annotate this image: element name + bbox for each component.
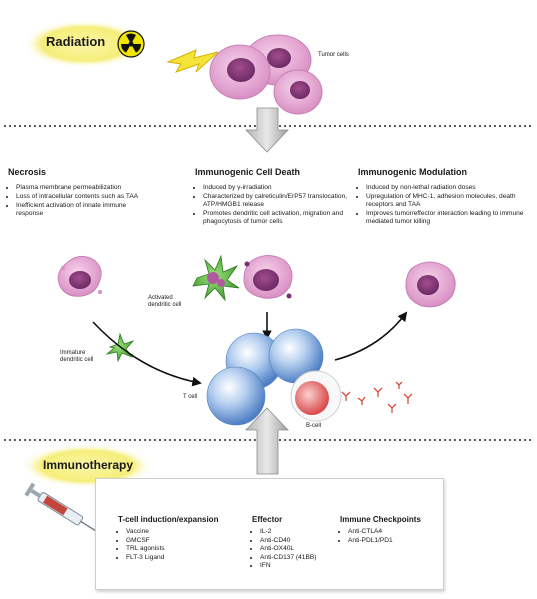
immunotherapy-glow: [21, 444, 153, 488]
lightning-bolt-icon: [166, 49, 219, 73]
list-item: Promotes dendritic cell activation, migr…: [203, 210, 358, 226]
effector-list: IL-2 Anti-CD40 Anti-OX40L Anti-CD137 (41…: [252, 528, 350, 571]
radiation-symbol-icon: [117, 30, 145, 58]
immunotherapy-label: Immunotherapy: [43, 458, 134, 472]
immunotherapy-panel: T-cell induction/expansion Vaccine GMCSF…: [95, 478, 444, 590]
list-item: Anti-CTLA4: [348, 528, 444, 537]
immune-checkpoints-title: Immune Checkpoints: [340, 515, 421, 524]
list-item: Inefficient activation of innate immune …: [16, 202, 151, 218]
antibodies-illustration: [341, 381, 413, 413]
tcell-induction-list: Vaccine GMCSF TRL agonists FLT-3 Ligand: [118, 528, 246, 562]
list-item: Vaccine: [126, 528, 246, 537]
necrotic-cell-illustration: [57, 256, 102, 297]
icd-tumor-cell-illustration: [243, 255, 293, 299]
immune-checkpoints-list: Anti-CTLA4 Anti-PDL1/PD1: [340, 528, 444, 545]
gray-arrow-up: [245, 407, 289, 475]
tumor-cells-illustration: [209, 34, 323, 115]
icd-title: Immunogenic Cell Death: [195, 167, 301, 177]
list-item: Anti-PDL1/PD1: [348, 537, 444, 546]
t-cell-label: T cell: [183, 394, 198, 400]
tumor-cells-label: Tumor cells: [318, 52, 349, 58]
t-cell-cluster-illustration: [206, 328, 342, 426]
list-item: Improves tumor/effector interaction lead…: [366, 210, 537, 226]
b-cell-label: B-cell: [306, 423, 322, 429]
list-item: Plasma membrane permeabilization: [16, 184, 151, 192]
list-item: Upregulation of MHC-1, adhesion molecule…: [366, 193, 537, 209]
list-item: Induced by γ-irradiation: [203, 184, 358, 192]
modulation-bullets: Induced by non-lethal radiation doses Up…: [358, 184, 537, 227]
list-item: Anti-CD137 (41BB): [260, 554, 350, 563]
activated-dc-label: Activated dendritic cell: [148, 295, 182, 308]
necrosis-bullets: Plasma membrane permeabilization Loss of…: [8, 184, 151, 219]
modulated-cell-illustration: [405, 261, 456, 308]
radiation-label: Radiation: [46, 34, 106, 49]
list-item: IL-2: [260, 528, 350, 537]
immature-dc-label: Immature dendritic cell: [60, 350, 94, 363]
activated-dendritic-cell-illustration: [192, 254, 240, 302]
list-item: Loss of intracellular contents such as T…: [16, 193, 151, 201]
list-item: Anti-OX40L: [260, 545, 350, 554]
list-item: TRL agonists: [126, 545, 246, 554]
gray-arrow-down: [245, 107, 289, 153]
modulation-title: Immunogenic Modulation: [358, 167, 467, 177]
arrow-tcell-to-modulated: [334, 311, 408, 361]
tcell-induction-title: T-cell induction/expansion: [118, 515, 219, 524]
necrosis-title: Necrosis: [8, 167, 47, 177]
arrow-immature-dc-to-tcell: [92, 321, 202, 387]
list-item: GMCSF: [126, 537, 246, 546]
list-item: Characterized by calreticulin/ErP57 tran…: [203, 193, 358, 209]
list-item: Anti-CD40: [260, 537, 350, 546]
icd-bullets: Induced by γ-irradiation Characterized b…: [195, 184, 358, 227]
list-item: IFN: [260, 562, 350, 571]
list-item: FLT-3 Ligand: [126, 554, 246, 563]
syringe-icon: [24, 482, 102, 535]
radiation-glow: [23, 20, 147, 68]
effector-title: Effector: [252, 515, 283, 524]
list-item: Induced by non-lethal radiation doses: [366, 184, 537, 192]
